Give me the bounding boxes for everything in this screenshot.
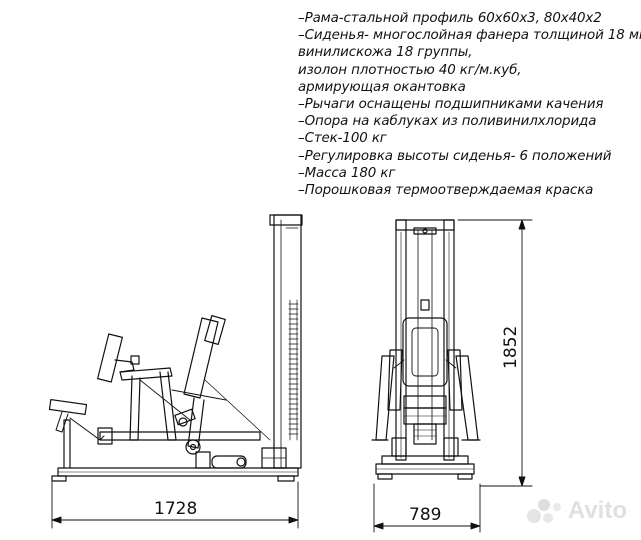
height-dimension xyxy=(457,219,533,487)
front-left-handle xyxy=(375,355,395,441)
front-left-upright xyxy=(395,219,407,461)
spec-mass: –Масса 180 кг xyxy=(298,165,396,181)
front-base xyxy=(381,455,469,465)
side-view xyxy=(48,214,303,482)
side-lower-rail xyxy=(99,431,261,441)
front-right-handle xyxy=(455,355,479,441)
side-top-cap xyxy=(269,214,303,226)
spec-seats-upholstery: винилискожа 18 группы, xyxy=(298,45,473,61)
front-view xyxy=(371,219,481,480)
side-back-pad xyxy=(97,333,123,383)
side-mid-leg xyxy=(159,371,177,441)
side-top-arm xyxy=(119,367,173,381)
front-right-upright xyxy=(443,219,455,461)
length-dimension xyxy=(51,481,299,529)
spec-seat-adjustment: –Регулировка высоты сиденья- 6 положений xyxy=(298,148,612,164)
front-back-pad xyxy=(402,317,448,387)
length-dimension-label: 1728 xyxy=(154,499,197,519)
specifications-list: –Рама-стальной профиль 60х60х3, 80х40х2 … xyxy=(298,10,641,199)
front-left-lever xyxy=(387,349,403,411)
front-selector-pin xyxy=(420,299,430,311)
front-foot-right xyxy=(457,473,473,480)
side-pivot-block xyxy=(97,427,113,445)
spec-frame: –Рама-стальной профиль 60х60х3, 80х40х2 xyxy=(298,11,602,26)
side-foot-rear xyxy=(277,475,295,482)
watermark-text: Avito xyxy=(567,497,627,524)
spec-seats: –Сиденья- многослойная фанера толщиной 1… xyxy=(298,28,641,44)
front-right-lever xyxy=(447,349,463,411)
side-handle-grip xyxy=(204,314,226,346)
side-handle-arm xyxy=(183,317,219,399)
height-dimension-label: 1852 xyxy=(501,326,521,369)
watermark: Avito xyxy=(524,496,627,526)
spec-feet: –Опора на каблуках из поливинилхлорида xyxy=(298,114,597,130)
side-cable xyxy=(204,379,271,441)
front-seat xyxy=(403,395,447,409)
side-lever-pivot xyxy=(185,439,201,455)
width-dimension xyxy=(373,483,481,533)
front-foot-left xyxy=(377,473,393,480)
width-dimension-label: 789 xyxy=(409,505,441,525)
front-weight-block xyxy=(413,423,437,445)
avito-logo-icon xyxy=(526,499,561,523)
spec-paint: –Порошковая термоотверждаемая краска xyxy=(298,183,594,199)
side-seat xyxy=(48,398,88,416)
side-foot-front xyxy=(51,475,67,482)
spec-seats-foam: изолон плотностью 40 кг/м.куб, xyxy=(298,62,522,78)
side-rear-block xyxy=(195,451,211,469)
side-weight-stack xyxy=(288,299,299,441)
spec-stack: –Стек-100 кг xyxy=(298,131,387,147)
side-roller xyxy=(211,455,247,469)
spec-seats-edging: армирующая окантовка xyxy=(298,79,466,95)
spec-levers: –Рычаги оснащены подшипниками качения xyxy=(298,97,604,113)
side-seat-post xyxy=(63,419,71,469)
side-back-bracket xyxy=(130,355,140,365)
side-front-leg xyxy=(129,375,141,441)
